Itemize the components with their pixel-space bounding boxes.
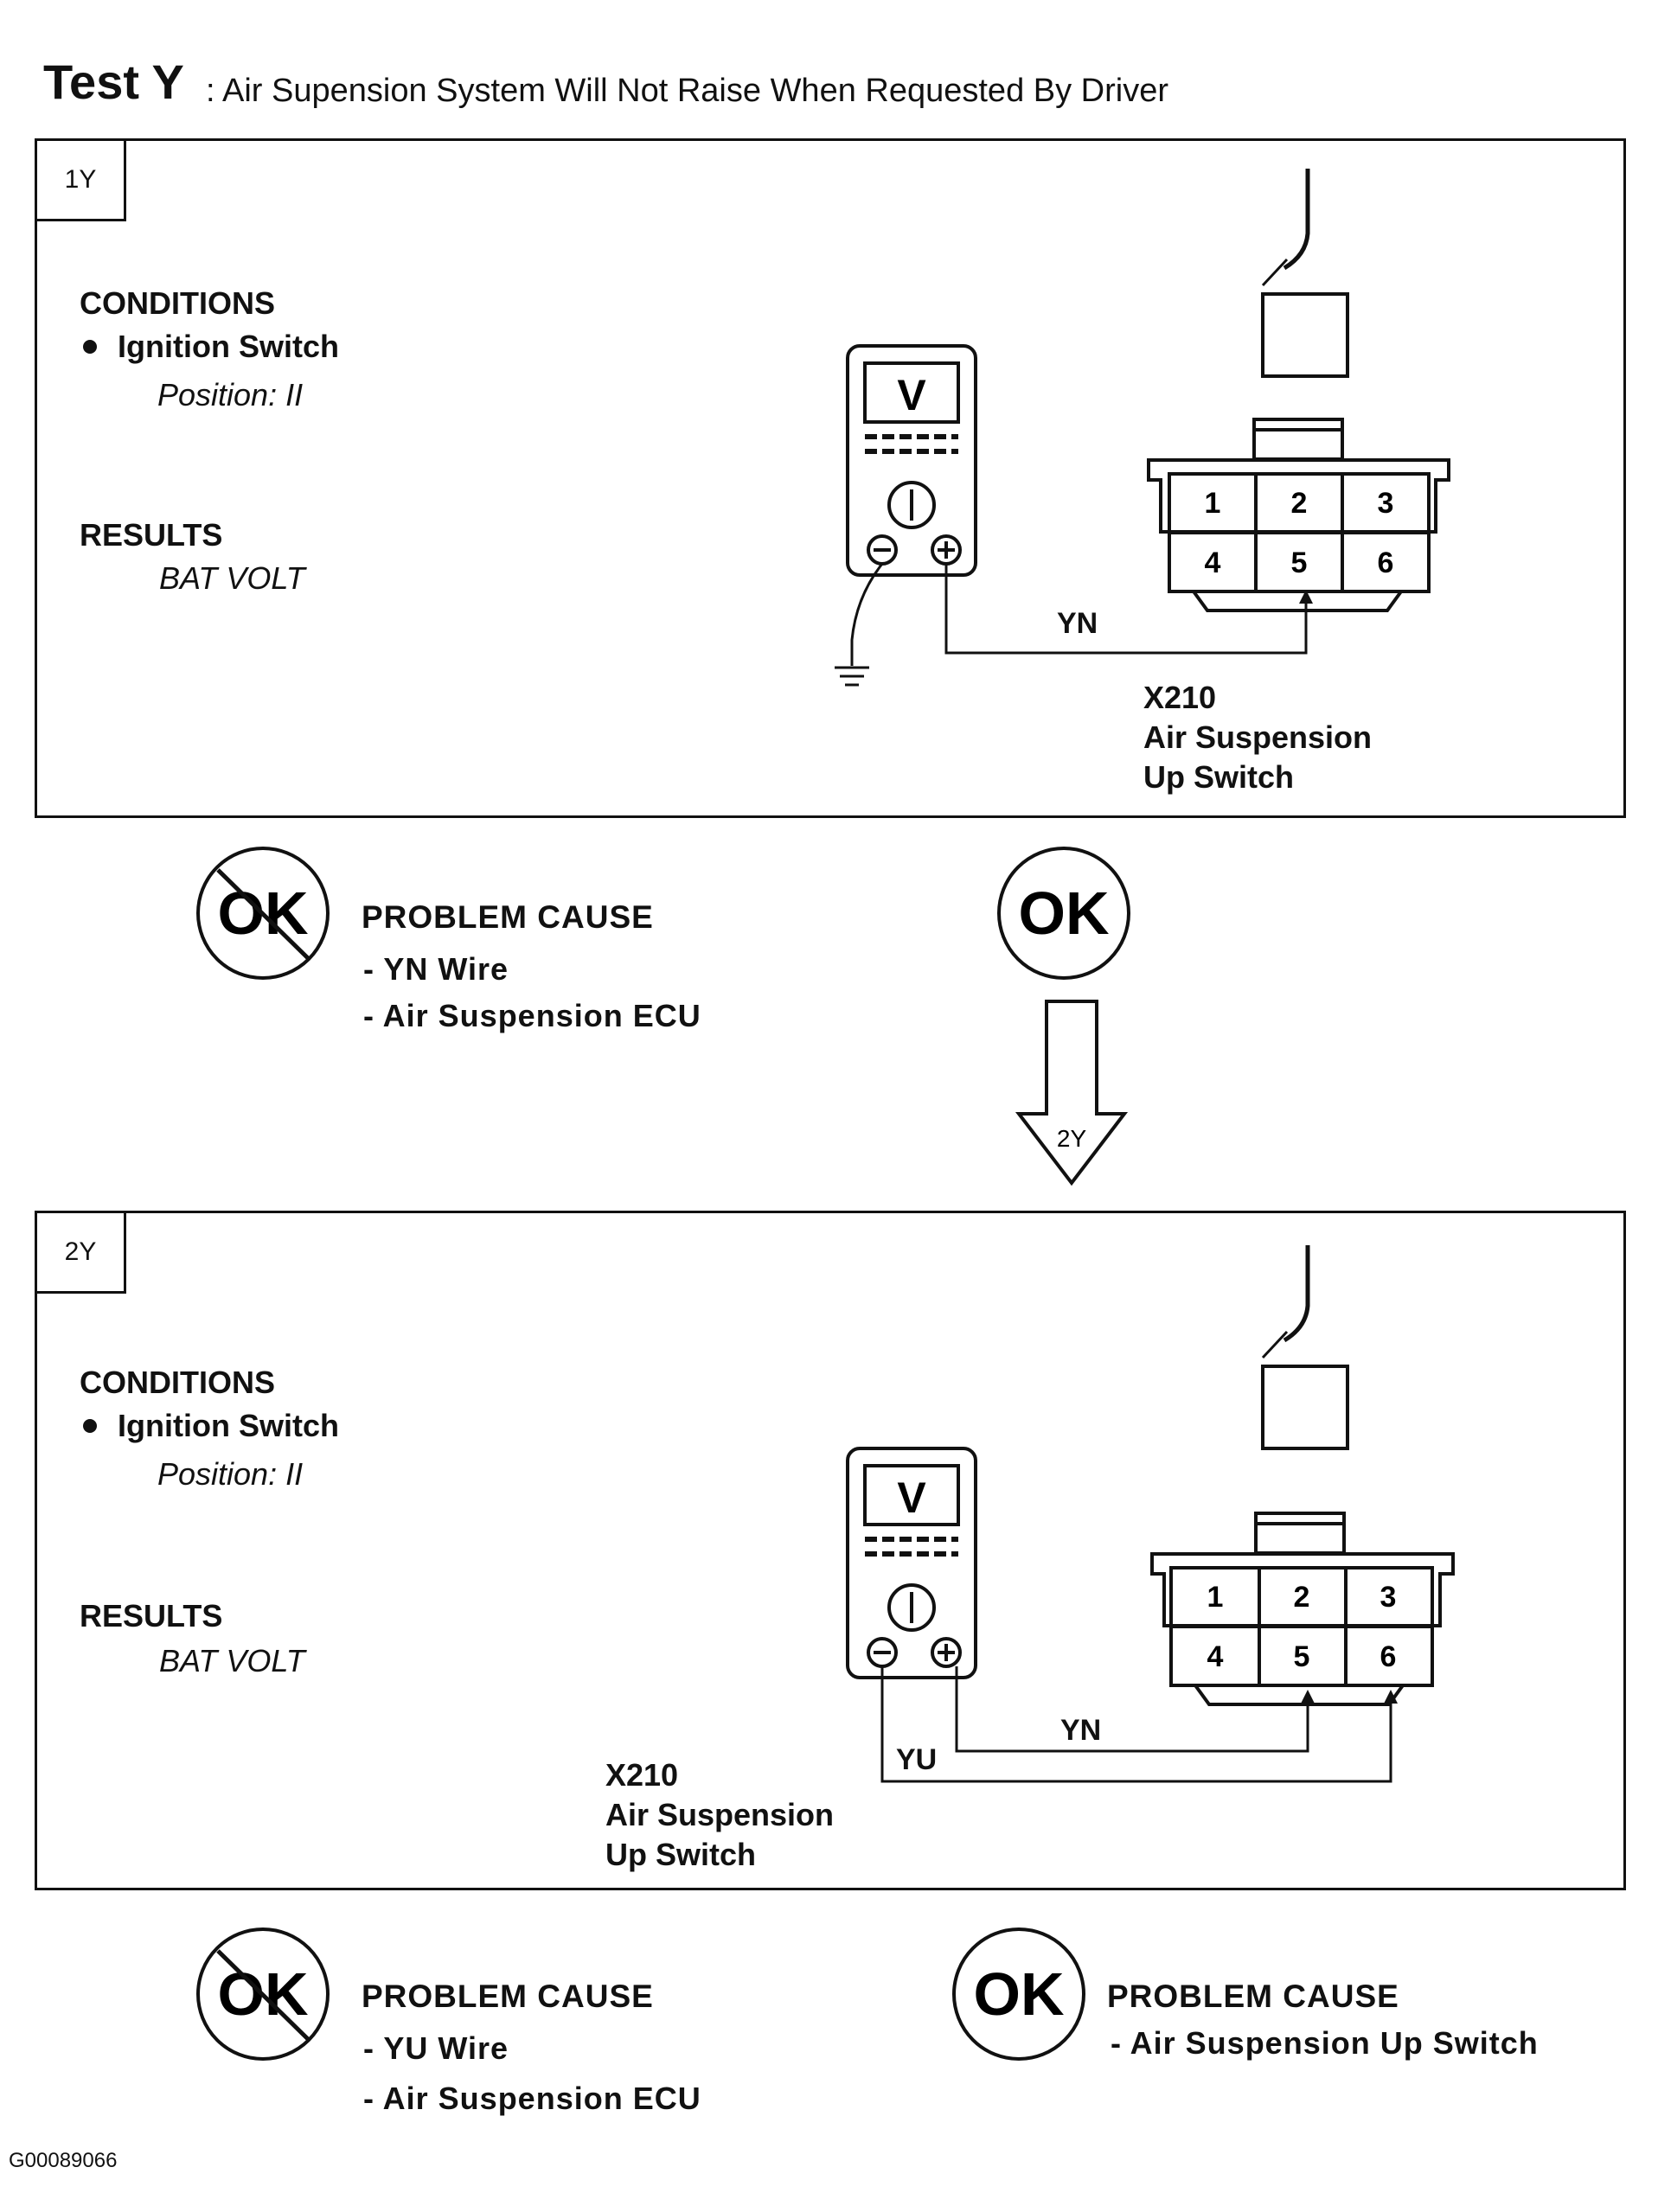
not-ok-icon: OK <box>196 1928 330 2061</box>
ok-icon: OK <box>997 847 1130 980</box>
condition-item: Ignition Switch <box>118 1408 339 1443</box>
condition-detail: Position: II <box>157 1456 304 1492</box>
yn-wire <box>944 564 1308 655</box>
step-2y-panel: 2Y <box>35 1211 1626 1890</box>
meter-label: V <box>897 1474 926 1522</box>
next-step-label: 2Y <box>1057 1125 1087 1152</box>
step-tag: 2Y <box>37 1213 126 1294</box>
connector-icon <box>1150 1512 1455 1706</box>
step-2y-diagram: V 1 2 3 4 5 6 <box>846 1245 1455 1783</box>
conditions-heading: CONDITIONS <box>80 285 276 321</box>
results-value: BAT VOLT <box>159 1643 305 1678</box>
pin-4: 4 <box>1207 1640 1224 1673</box>
condition-detail: Position: II <box>157 377 304 412</box>
test-subtitle: : Air Supension System Will Not Raise Wh… <box>206 73 1168 109</box>
ok-label: OK <box>974 1960 1065 2028</box>
pin-1: 1 <box>1205 487 1221 520</box>
not-ok-icon: OK <box>196 847 330 980</box>
pin-1: 1 <box>1207 1581 1224 1614</box>
results-heading: RESULTS <box>80 1598 223 1633</box>
results-heading: RESULTS <box>80 517 223 553</box>
figure-id: G00089066 <box>9 2149 118 2172</box>
wire-label-yn: YN <box>1057 607 1098 640</box>
wire-label-yn: YN <box>1060 1714 1102 1747</box>
problem-cause-heading: PROBLEM CAUSE <box>362 899 654 935</box>
probe-icon <box>1261 169 1310 287</box>
problem-cause-heading: PROBLEM CAUSE <box>362 1979 654 2014</box>
pin-3: 3 <box>1378 487 1394 520</box>
yu-wire <box>880 1666 1392 1783</box>
wire-label-yu: YU <box>896 1743 938 1776</box>
meter-label: V <box>897 371 926 419</box>
connector-name-line2: Up Switch <box>1143 759 1295 795</box>
probe-icon <box>1261 1245 1310 1359</box>
pin-2: 2 <box>1291 487 1308 520</box>
problem-cause-heading: PROBLEM CAUSE <box>1107 1979 1399 2014</box>
connector-id: X210 <box>1143 680 1217 715</box>
problem-cause-item: - Air Suspension Up Switch <box>1111 2025 1539 2061</box>
problem-cause-item: - YN Wire <box>363 951 509 987</box>
ground-lead <box>835 563 884 687</box>
step-1y-panel: 1Y <box>35 138 1626 818</box>
pin-2: 2 <box>1294 1581 1310 1614</box>
step-1y-diagram: V 1 2 3 4 5 6 <box>835 169 1450 687</box>
connector-icon <box>1147 418 1450 612</box>
problem-cause-item: - Air Suspension ECU <box>363 2081 701 2116</box>
next-step-arrow-icon: 2Y <box>1015 1000 1129 1186</box>
condition-item: Ignition Switch <box>118 329 339 364</box>
problem-cause-item: - YU Wire <box>363 2030 509 2066</box>
pin-6: 6 <box>1380 1640 1397 1673</box>
connector-name-line2: Up Switch <box>605 1837 757 1872</box>
pin-3: 3 <box>1380 1581 1397 1614</box>
pin-4: 4 <box>1205 547 1221 579</box>
connector-name-line1: Air Suspension <box>1143 719 1373 755</box>
pin-5: 5 <box>1294 1640 1310 1673</box>
connector-id: X210 <box>605 1757 679 1793</box>
conditions-heading: CONDITIONS <box>80 1365 276 1400</box>
bullet-icon <box>83 1419 97 1433</box>
pin-6: 6 <box>1378 547 1394 579</box>
switch-body-icon <box>1261 292 1349 378</box>
bullet-icon <box>83 340 97 354</box>
ok-icon: OK <box>952 1928 1085 2061</box>
voltmeter-icon <box>846 344 977 577</box>
test-title: Test Y <box>43 54 184 109</box>
voltmeter-icon <box>846 1447 977 1679</box>
problem-cause-item: - Air Suspension ECU <box>363 998 701 1033</box>
step-tag: 1Y <box>37 141 126 221</box>
switch-body-icon <box>1261 1365 1349 1450</box>
ok-label: OK <box>1019 879 1110 947</box>
connector-name-line1: Air Suspension <box>605 1797 835 1832</box>
yn-wire <box>955 1666 1309 1753</box>
pin-5: 5 <box>1291 547 1308 579</box>
results-value: BAT VOLT <box>159 560 305 596</box>
